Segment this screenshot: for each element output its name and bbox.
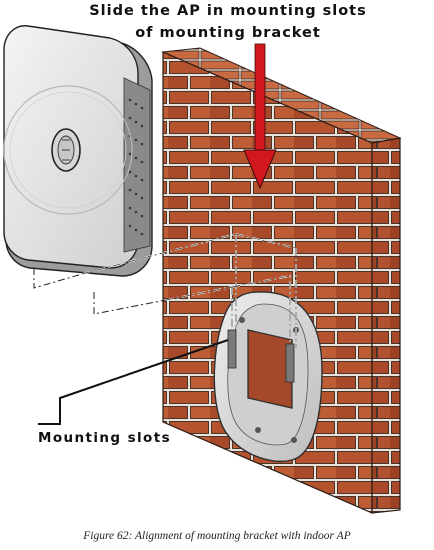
callout-leader: [38, 339, 229, 425]
slide-down-arrow: [243, 43, 277, 190]
figure-caption: Figure 62: Alignment of mounting bracket…: [83, 530, 351, 542]
wall-side-face: [371, 137, 401, 514]
alignment-guides: [33, 233, 297, 348]
vent-grille: [128, 98, 144, 236]
mounting-bracket: [213, 291, 323, 462]
access-point-device: [3, 25, 153, 277]
right-mounting-slot: [285, 343, 295, 383]
instruction-title-line-2: of mounting bracket: [135, 25, 321, 41]
left-mounting-slot: [227, 329, 237, 369]
instruction-title-line-1: Slide the AP in mounting slots: [89, 3, 367, 19]
mounting-slots-callout-label: Mounting slots: [38, 430, 172, 446]
